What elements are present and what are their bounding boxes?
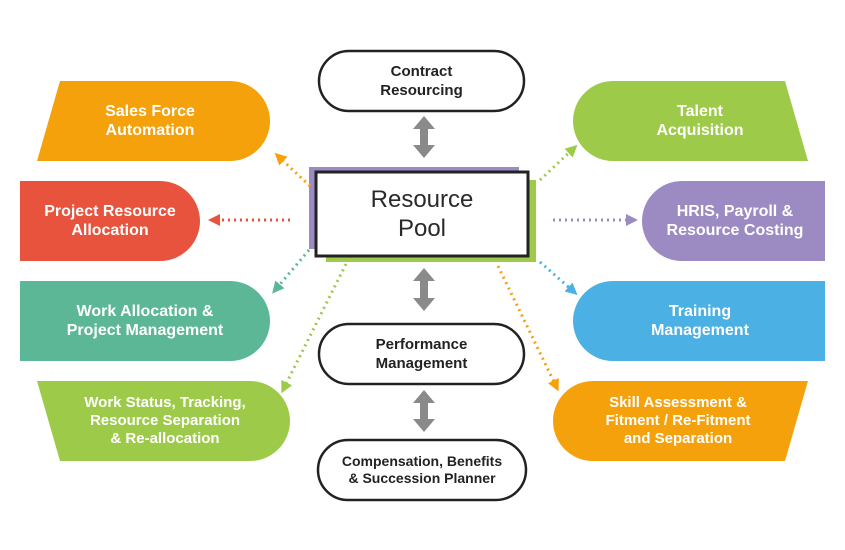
- right-node-4-shape: [553, 381, 808, 461]
- center-box: [314, 170, 530, 258]
- top-node-1-label: Contract Resourcing: [380, 63, 463, 99]
- top-node-3: Compensation, Benefits & Succession Plan…: [318, 440, 526, 500]
- left-node-1-shape: [37, 81, 270, 161]
- double-arrow-top: [413, 116, 435, 158]
- right-node-1-label: Talent Acquisition: [656, 103, 744, 139]
- connector-work-allocation: [272, 249, 311, 294]
- left-node-2-label: Project Resource Allocation: [44, 203, 176, 239]
- double-arrow-middle: [413, 268, 435, 311]
- connector-work-status: [281, 263, 348, 394]
- right-node-2-label: HRIS, Payroll & Resource Costing: [666, 203, 804, 239]
- top-node-3-shape: [316, 438, 528, 502]
- top-node-2-label: Performance Management: [375, 336, 468, 372]
- right-node-4: Skill Assessment & Fitment / Re-Fitment …: [553, 381, 803, 461]
- right-node-2: HRIS, Payroll & Resource Costing: [645, 181, 825, 261]
- center-title: Resource Pool: [370, 186, 474, 242]
- top-node-1: Contract Resourcing: [319, 51, 524, 111]
- right-node-2-shape: [642, 181, 825, 261]
- right-node-4-label: Skill Assessment & Fitment / Re-Fitment …: [605, 394, 751, 447]
- right-node-3: Training Management: [575, 281, 825, 361]
- double-arrow-bottom: [413, 390, 435, 432]
- left-node-2-shape: [20, 181, 200, 261]
- top-node-2-shape: [317, 322, 526, 386]
- top-node-2: Performance Management: [319, 324, 524, 384]
- top-node-1-shape: [317, 49, 526, 113]
- left-node-3: Work Allocation & Project Management: [20, 281, 270, 361]
- right-node-1-shape: [573, 81, 808, 161]
- connector-talent: [538, 144, 578, 182]
- left-node-4-label: Work Status, Tracking, Resource Separati…: [84, 394, 246, 447]
- left-node-4-shape: [37, 381, 290, 461]
- top-node-3-label: Compensation, Benefits & Succession Plan…: [341, 453, 503, 486]
- left-node-3-shape: [20, 281, 270, 361]
- connector-sales-force: [274, 152, 312, 188]
- right-node-3-shape: [573, 281, 825, 361]
- left-node-1: Sales Force Automation: [50, 81, 250, 161]
- right-node-1: Talent Acquisition: [595, 81, 805, 161]
- left-node-1-label: Sales Force Automation: [105, 103, 195, 139]
- right-node-3-label: Training Management: [651, 303, 749, 339]
- connector-training: [539, 260, 578, 295]
- left-node-4: Work Status, Tracking, Resource Separati…: [40, 381, 290, 461]
- connector-skill: [496, 265, 559, 392]
- left-node-2: Project Resource Allocation: [20, 181, 200, 261]
- left-node-3-label: Work Allocation & Project Management: [66, 303, 224, 339]
